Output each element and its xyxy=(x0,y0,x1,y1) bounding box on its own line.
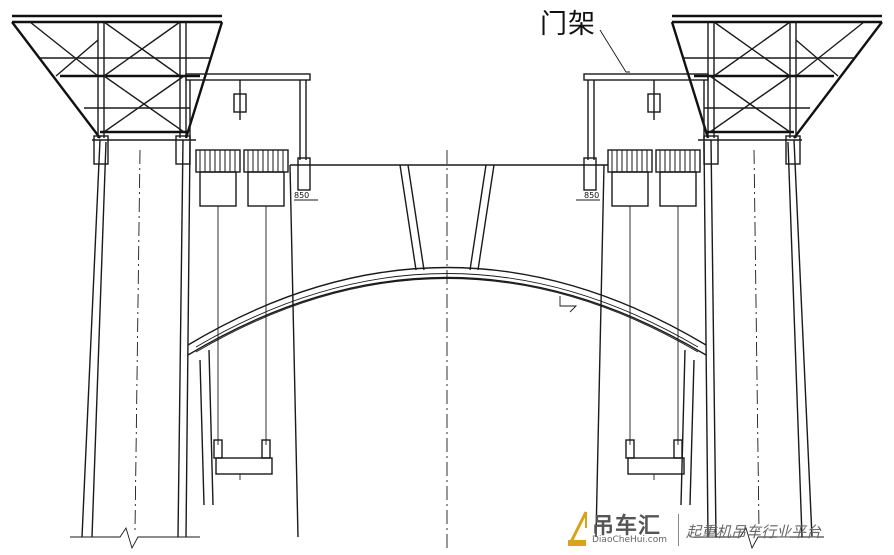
left-dimension-label: 850 xyxy=(294,191,309,200)
watermark-divider xyxy=(678,514,679,546)
watermark-slogan: 起重机吊车行业平台 xyxy=(686,523,822,541)
callout-leader xyxy=(599,29,630,73)
left-gantry xyxy=(185,73,318,201)
watermark-url: DiaoCheHui.com xyxy=(592,535,668,545)
right-gantry xyxy=(576,73,709,201)
right-lifting-platform xyxy=(625,439,685,480)
watermark: 吊车汇 DiaoCheHui.com 起重机吊车行业平台 xyxy=(566,506,866,552)
watermark-brand: 吊车汇 xyxy=(592,514,662,539)
arch-rib xyxy=(187,266,707,356)
crane-logo-icon xyxy=(568,511,588,546)
gantry-callout-label: 门架 xyxy=(540,9,596,40)
left-pier xyxy=(70,139,299,550)
right-pier xyxy=(595,139,824,550)
left-winch-group xyxy=(195,149,289,445)
right-dimension-label: 850 xyxy=(584,191,599,200)
deck-beam xyxy=(290,164,608,271)
left-lifting-platform xyxy=(213,439,273,480)
right-winch-group xyxy=(607,149,701,445)
